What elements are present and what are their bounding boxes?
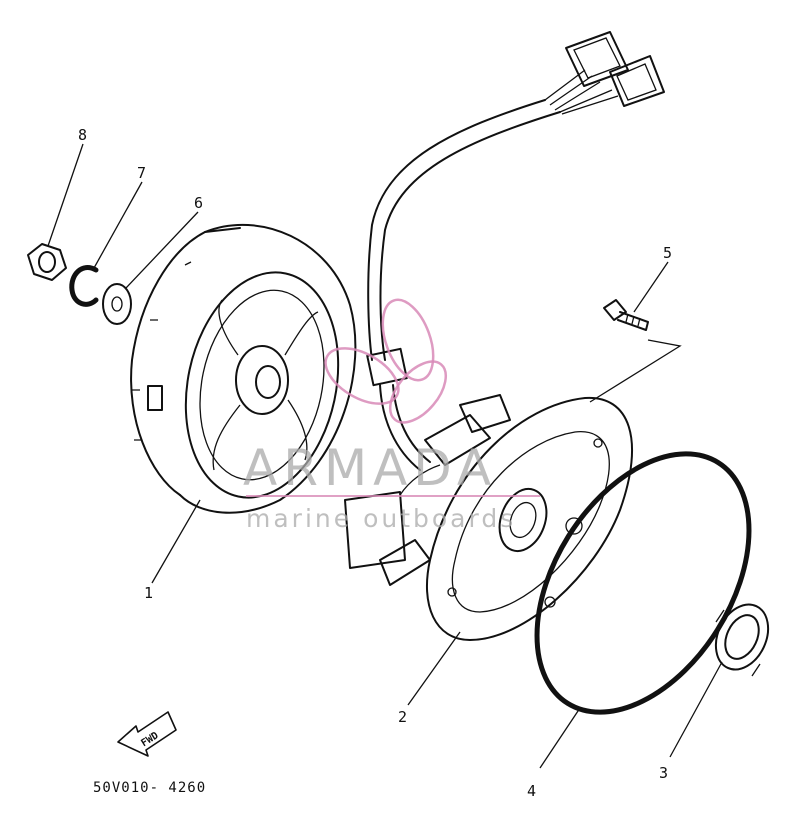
part-1-flywheel-rotor xyxy=(130,223,357,514)
callout-4: 4 xyxy=(527,782,536,800)
part-4-o-ring xyxy=(534,451,752,715)
part-3-oil-seal xyxy=(714,603,770,677)
harness-connector-lower xyxy=(609,55,665,107)
watermark: ARMADA marine outboards xyxy=(243,298,540,533)
watermark-title: ARMADA xyxy=(243,439,497,497)
part-6-washer xyxy=(102,283,132,325)
watermark-logo-icon xyxy=(324,298,448,424)
part-7-circlip xyxy=(69,265,99,307)
callout-3: 3 xyxy=(659,764,668,782)
fwd-arrow-icon: FWD xyxy=(117,711,177,757)
watermark-subtitle: marine outboards xyxy=(246,504,516,533)
callout-8: 8 xyxy=(78,126,87,144)
callout-6: 6 xyxy=(194,194,203,212)
leader-lines xyxy=(47,143,723,769)
harness-connector-upper xyxy=(565,31,629,87)
part-5-bolt xyxy=(603,299,649,331)
wire-harness xyxy=(366,31,665,471)
callout-1: 1 xyxy=(144,584,153,602)
part-8-nut xyxy=(27,243,67,281)
callout-5: 5 xyxy=(663,244,672,262)
callout-2: 2 xyxy=(398,708,407,726)
figure-code: 50V010- 4260 xyxy=(93,780,206,796)
part-2-stator-assembly xyxy=(344,394,634,641)
callout-7: 7 xyxy=(137,164,146,182)
